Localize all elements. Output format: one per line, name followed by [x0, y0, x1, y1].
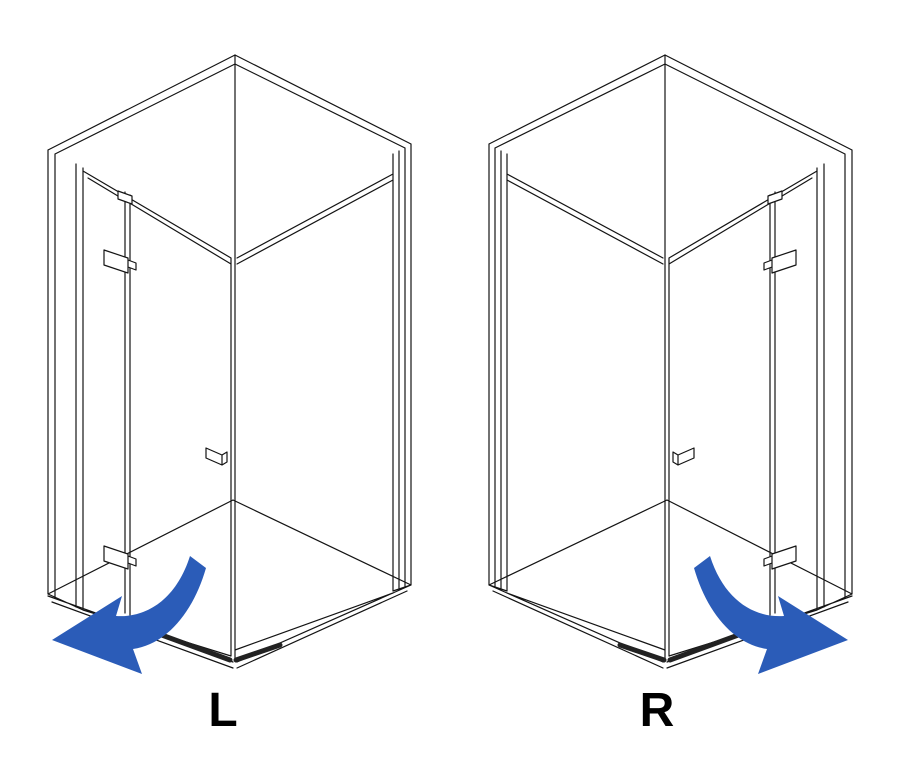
shower-enclosure-left-variant	[48, 55, 411, 674]
shower-enclosure-right-variant	[489, 55, 852, 674]
enclosure-drawings	[0, 8, 900, 688]
right-variant-label: R	[639, 684, 675, 737]
left-variant-label: L	[208, 684, 238, 737]
